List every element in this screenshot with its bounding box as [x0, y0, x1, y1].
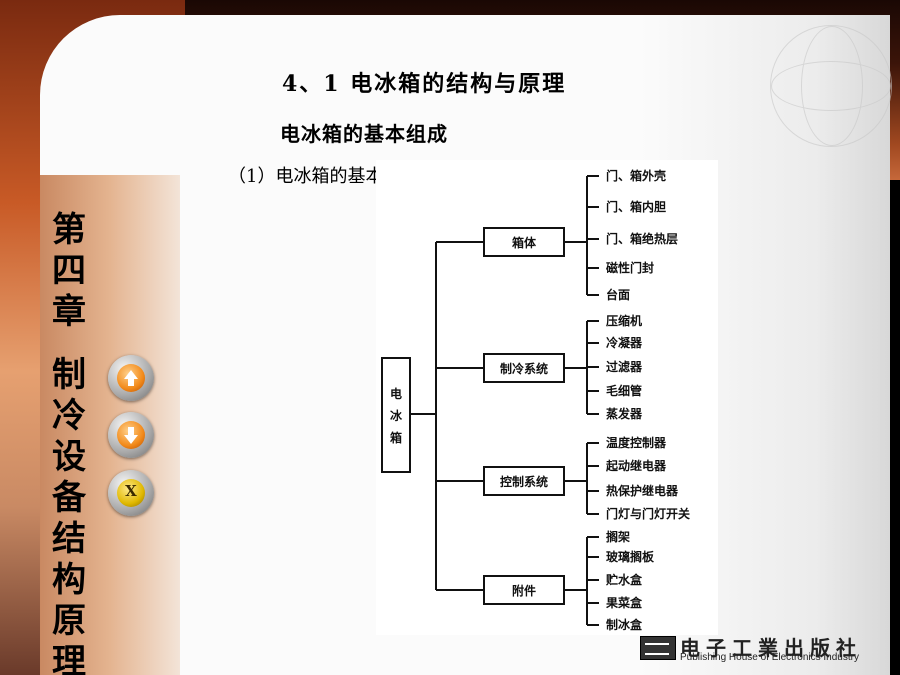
chapter-char: 理: [52, 642, 86, 675]
chapter-char: 结: [52, 519, 86, 559]
leaf-label: 果菜盒: [605, 595, 643, 610]
leaf-label: 热保护继电器: [606, 483, 679, 498]
chapter-char: 冷: [52, 396, 86, 436]
leaf-label: 蒸发器: [606, 406, 643, 421]
leaf-label: 过滤器: [606, 359, 643, 374]
slide-title: 4、1 电冰箱的结构与原理: [282, 71, 567, 97]
exit-icon: X: [117, 479, 145, 507]
leaf-label: 门、箱内胆: [606, 199, 666, 214]
chapter-char: 备: [52, 478, 86, 518]
down-arrow-icon: [117, 421, 145, 449]
exit-button[interactable]: X: [108, 470, 154, 516]
next-slide-button[interactable]: [108, 412, 154, 458]
root-box: [381, 357, 411, 473]
globe-decoration-icon: [770, 25, 892, 147]
leaf-label: 搁架: [606, 529, 630, 544]
leaf-label: 贮水盒: [605, 572, 643, 587]
leaf-label: 门、箱绝热层: [606, 231, 678, 246]
publisher-name-en: Publishing House of Electronics Industry: [680, 652, 859, 663]
leaf-label: 温度控制器: [606, 435, 667, 450]
leaf-label: 冷凝器: [606, 335, 643, 350]
slide-subtitle: 电冰箱的基本组成: [280, 122, 448, 146]
root-label: 冰: [390, 408, 403, 423]
branch-box: [483, 353, 565, 383]
branch-label: 箱体: [512, 235, 537, 250]
root-label: 箱: [390, 430, 402, 445]
up-arrow-icon: [117, 364, 145, 392]
leaf-label: 起动继电器: [605, 458, 667, 473]
leaf-label: 门、箱外壳: [606, 168, 666, 183]
chapter-char: 四: [52, 251, 86, 291]
chapter-char: 章: [52, 292, 86, 332]
leaf-label: 台面: [606, 287, 630, 302]
leaf-label: 玻璃搁板: [606, 549, 655, 564]
branch-label: 附件: [512, 583, 536, 598]
leaf-label: 门灯与门灯开关: [606, 506, 690, 521]
branch-label: 制冷系统: [500, 361, 548, 376]
leaf-label: 磁性门封: [605, 260, 654, 275]
leaf-label: 压缩机: [606, 313, 642, 328]
chapter-char: 设: [52, 437, 86, 477]
publisher-logo-icon: [640, 636, 676, 660]
chapter-char: 制: [52, 355, 86, 395]
exit-glyph: X: [125, 482, 137, 500]
chapter-vertical-title: 第 四 章 制 冷 设 备 结 构 原 理: [48, 210, 90, 675]
root-label: 电: [390, 386, 402, 401]
chapter-char: 构: [52, 560, 86, 600]
leaf-label: 毛细管: [606, 383, 642, 398]
publisher-name-cn: 电子工業出版社: [680, 636, 862, 660]
branch-label: 控制系统: [500, 474, 548, 489]
chapter-char: 原: [52, 601, 86, 641]
branch-box: [483, 227, 565, 257]
chapter-char: 第: [52, 210, 86, 250]
branch-box: [483, 466, 565, 496]
previous-slide-button[interactable]: [108, 355, 154, 401]
leaf-label: 制冰盒: [606, 617, 643, 632]
